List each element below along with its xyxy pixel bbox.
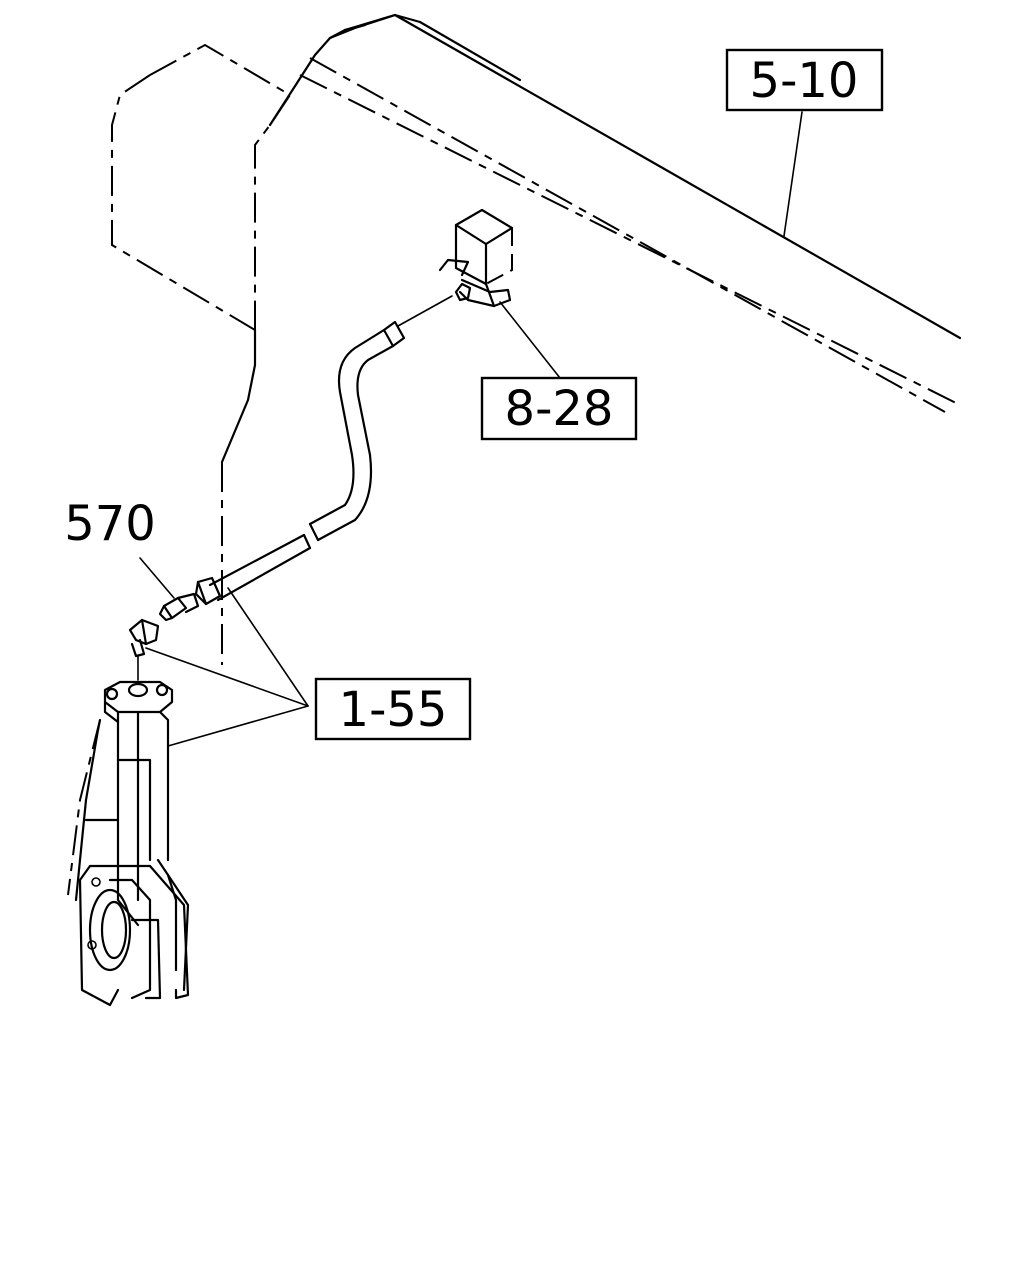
callout-frame-label: 5-10 <box>750 53 859 109</box>
elbow-fitting <box>128 618 160 681</box>
callout-frame[interactable]: 5-10 <box>725 48 884 112</box>
leader-fitting <box>139 557 175 599</box>
callout-fitting-label[interactable]: 570 <box>64 496 156 552</box>
leader-valve <box>499 301 561 379</box>
pipe <box>194 320 406 606</box>
callout-valve-label: 8-28 <box>505 381 614 437</box>
frame-outline <box>111 13 962 665</box>
leader-frame <box>783 111 803 237</box>
lower-assembly <box>67 680 190 1007</box>
callout-assembly[interactable]: 1-55 <box>314 677 472 741</box>
valve-assembly <box>397 208 514 327</box>
fitting-570 <box>158 592 200 622</box>
callout-valve[interactable]: 8-28 <box>480 376 638 441</box>
callout-assembly-label: 1-55 <box>339 682 448 738</box>
leaders-assembly <box>145 587 309 747</box>
